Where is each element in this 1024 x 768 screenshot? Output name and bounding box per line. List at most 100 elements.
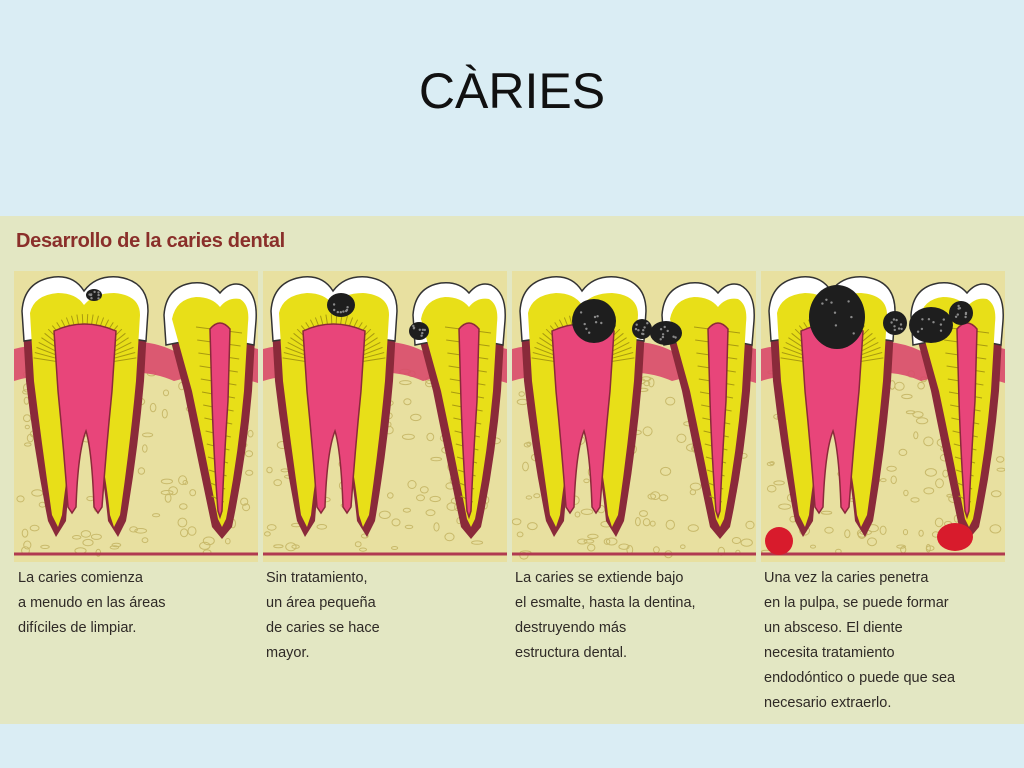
caption-line: un área pequeña	[266, 595, 376, 611]
bone-pore	[778, 503, 792, 510]
bone-pore	[402, 507, 411, 513]
decay-speck	[336, 310, 339, 314]
bone-pore	[766, 484, 777, 493]
bone-pore	[90, 533, 102, 540]
bone-pore	[512, 518, 522, 526]
caption-line: un absceso. El diente	[764, 620, 903, 636]
decay-speck	[643, 326, 646, 329]
figure-heading: Desarrollo de la caries dental	[16, 230, 285, 252]
bone-pore	[639, 510, 648, 517]
decay-speck	[412, 326, 416, 329]
decay-speck	[895, 318, 898, 322]
decay-speck	[345, 309, 348, 313]
caption-line: estructura dental.	[515, 645, 628, 661]
decay-speck	[850, 315, 853, 319]
decay-speck	[420, 334, 423, 337]
bone-pore	[650, 491, 661, 501]
decay-speck	[932, 321, 935, 324]
decay-speck	[666, 329, 669, 333]
decay-speck	[825, 298, 828, 301]
stage-2-caption: Sin tratamiento, un área pequeña de cari…	[266, 566, 510, 666]
decay-speck	[635, 323, 638, 326]
bone-pore	[745, 520, 755, 530]
decay-speck	[585, 327, 588, 330]
bone-pore	[142, 444, 148, 453]
bone-pore	[643, 380, 651, 387]
decay-speck	[88, 293, 91, 296]
bone-pore	[583, 478, 590, 484]
bone-pore	[773, 480, 785, 486]
bone-pore	[23, 540, 32, 550]
abscess-left	[765, 527, 793, 555]
bone-pore	[164, 493, 172, 503]
decay-speck	[852, 332, 855, 335]
bone-pore	[240, 497, 249, 506]
bone-pore	[577, 538, 588, 545]
bone-pore	[471, 540, 484, 545]
decay-speck	[423, 328, 426, 332]
caption-line: La caries se extiende bajo	[515, 570, 684, 586]
bone-pore	[177, 517, 188, 528]
bone-pore	[647, 493, 657, 500]
bone-pore	[880, 478, 887, 483]
bone-pore	[844, 529, 851, 539]
decay-speck	[663, 325, 666, 329]
decay-speck	[339, 311, 342, 314]
bone-pore	[26, 433, 34, 443]
decay-lesion	[809, 285, 865, 349]
decay-lesion	[909, 307, 953, 343]
decay-speck	[964, 311, 968, 315]
decay-speck	[333, 308, 336, 312]
slide-title: CÀRIES	[418, 63, 606, 119]
bone-pore	[29, 524, 40, 532]
bone-pore	[769, 461, 775, 466]
decay-speck	[659, 328, 663, 331]
decay-speck	[964, 315, 967, 319]
bone-pore	[180, 528, 189, 538]
bone-pore	[587, 533, 599, 539]
decay-speck	[583, 322, 586, 326]
bone-pore	[129, 526, 138, 533]
bone-pore	[273, 544, 284, 549]
caption-line: a menudo en las áreas	[18, 595, 166, 611]
decay-speck	[412, 324, 415, 328]
bone-pore	[391, 546, 399, 550]
decay-speck	[957, 304, 960, 308]
bone-pore	[80, 530, 92, 538]
bone-pore	[109, 545, 120, 550]
bone-pore	[266, 466, 273, 474]
decay-speck	[821, 302, 824, 305]
bone-pore	[533, 493, 541, 499]
decay-speck	[847, 300, 850, 303]
bone-pore	[990, 490, 1002, 498]
caption-line: el esmalte, hasta la dentina,	[515, 595, 696, 611]
premolar-pulp	[707, 322, 729, 520]
abscess-right	[937, 523, 973, 551]
decay-speck	[646, 322, 649, 325]
decay-speck	[899, 323, 903, 326]
bone-pore	[583, 539, 595, 544]
bone-pore	[824, 526, 834, 534]
bone-pore	[141, 537, 149, 544]
decay-speck	[588, 331, 591, 334]
bone-pore	[680, 544, 686, 550]
bone-pore	[574, 511, 581, 518]
bone-pore	[225, 538, 231, 545]
bone-pore	[266, 524, 277, 531]
bone-pore	[867, 537, 877, 547]
decay-speck	[637, 329, 640, 332]
decay-speck	[957, 307, 960, 310]
molar-pulp	[800, 323, 864, 515]
bone-pore	[642, 518, 651, 527]
bone-pore	[160, 478, 173, 485]
decay-speck	[659, 338, 662, 341]
bone-pore	[603, 538, 611, 545]
decay-lesion	[949, 301, 973, 325]
decay-speck	[939, 329, 943, 332]
decay-speck	[674, 336, 677, 339]
decay-lesion	[572, 299, 616, 343]
bone-pore	[635, 517, 641, 527]
bone-pore	[433, 522, 440, 532]
bone-pore	[901, 393, 913, 400]
stage-4-teeth-drawing	[761, 271, 1005, 562]
